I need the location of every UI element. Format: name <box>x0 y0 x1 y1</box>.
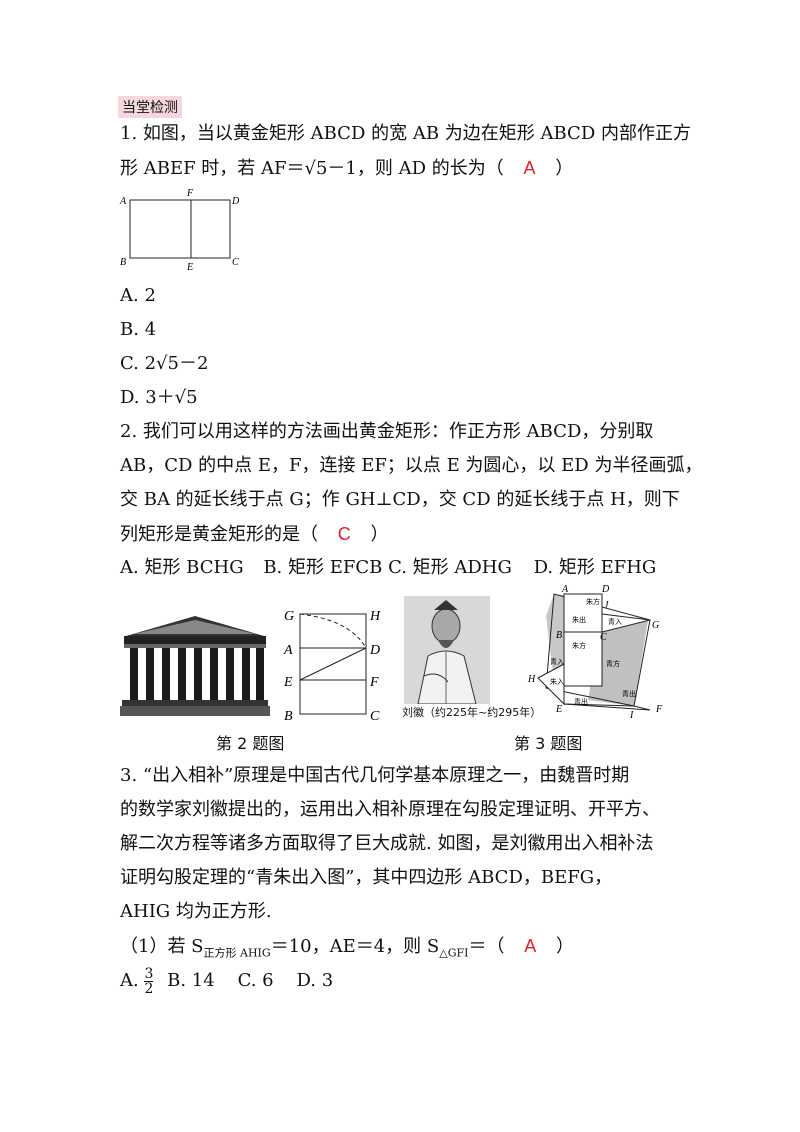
parthenon-image <box>120 616 270 716</box>
q2-line4b: ） <box>370 524 389 545</box>
q2-label-G: G <box>284 609 294 624</box>
q3-region-qingru-2: 青入 <box>550 657 564 666</box>
q3-figure-caption: 第 3 题图 <box>514 734 583 753</box>
q3-option-a-denominator: 2 <box>144 980 154 997</box>
q3-region-qingru-1: 青入 <box>608 617 622 626</box>
q2-label-E: E <box>283 675 293 690</box>
q3-line2: 的数学家刘徽提出的，运用出入相补原理在勾股定理证明、开平方、 <box>120 799 660 820</box>
q3-sub1: （1）若 S正方形 AHIG＝10，AE＝4，则 S△GFI＝（ A ） <box>120 934 574 966</box>
q3-option-a-fraction: 3 2 <box>144 965 154 997</box>
q3-sub1d: ） <box>555 936 574 957</box>
q3-line4: 证明勾股定理的“青朱出入图”，其中四边形 ABCD，BEFG， <box>120 867 613 888</box>
q1-option-a: A. 2 <box>120 285 156 306</box>
q3-region-qingchu-2: 青出 <box>574 697 588 706</box>
q2-label-B: B <box>284 709 293 722</box>
q1-option-c: C. 2√5－2 <box>120 353 209 374</box>
q3-line1: 3. “出入相补”原理是中国古代几何学基本原理之一，由魏晋时期 <box>120 765 630 786</box>
q2-figure-caption: 第 2 题图 <box>216 734 285 753</box>
q3-answer: A <box>524 936 537 956</box>
q2-label-F: F <box>369 675 379 690</box>
q3-label-B: B <box>556 630 562 641</box>
q3-region-zhuchu: 朱出 <box>572 615 586 624</box>
q1-label-B: B <box>120 257 126 268</box>
q3-label-F: F <box>655 704 663 715</box>
q3-label-I: I <box>629 710 634 718</box>
q3-region-qingfang: 青方 <box>606 659 620 668</box>
q2-figure: G H A D E F B C <box>283 609 381 722</box>
q2-option-d: D. 矩形 EFHG <box>533 557 657 578</box>
q3-label-C: C <box>600 632 607 643</box>
q2-line2: AB，CD 的中点 E，F，连接 EF；以点 E 为圆心，以 ED 为半径画弧， <box>120 455 703 476</box>
q1-label-A: A <box>119 196 127 207</box>
section-tag: 当堂检测 <box>118 96 182 118</box>
q1-line2a: 形 ABEF 时，若 AF＝√5－1，则 AD 的长为（ <box>120 158 504 179</box>
q1-option-d: D. 3＋√5 <box>120 387 198 408</box>
q3-region-zhuru: 朱入 <box>550 677 564 686</box>
q3-region-zhufang-2: 朱方 <box>572 641 586 650</box>
q3-figure: A D J B C G H E I F 朱方 朱出 青入 朱入 青入 青方 青出… <box>527 584 663 718</box>
q2-option-c: C. 矩形 ADHG <box>388 557 512 578</box>
q3-sub1c: ＝（ <box>468 936 505 957</box>
liu-hui-portrait <box>404 596 490 704</box>
q3-label-E: E <box>555 704 562 715</box>
q3-option-a-numerator: 3 <box>144 965 154 982</box>
q1-label-F: F <box>186 188 194 199</box>
q3-sub1a: （1）若 S <box>120 936 204 957</box>
q2-label-C: C <box>370 709 380 722</box>
q2-options: A. 矩形 BCHG B. 矩形 EFCB C. 矩形 ADHG D. 矩形 E… <box>120 556 656 580</box>
q1-line2b: ） <box>555 158 574 179</box>
q2-label-A: A <box>283 643 293 658</box>
q3-label-H: H <box>527 674 536 685</box>
q2-line4a: 列矩形是黄金矩形的是（ <box>120 524 318 545</box>
q1-option-b: B. 4 <box>120 319 157 340</box>
q3-line3: 解二次方程等诸多方面取得了巨大成就. 如图，是刘徽用出入相补法 <box>120 833 654 854</box>
q3-region-qingchu-1: 青出 <box>622 689 636 698</box>
q3-options: A. 3 2 B. 14 C. 6 D. 3 <box>120 964 333 998</box>
q2-option-a: A. 矩形 BCHG <box>120 557 244 578</box>
q3-sub1b: ＝10，AE＝4，则 S <box>270 936 440 957</box>
q1-label-C: C <box>232 257 239 268</box>
q1-line2: 形 ABEF 时，若 AF＝√5－1，则 AD 的长为（ A ） <box>120 156 573 181</box>
q2-line4: 列矩形是黄金矩形的是（ C ） <box>120 522 388 547</box>
q3-region-zhufang-1: 朱方 <box>586 597 600 606</box>
portrait-caption: 刘徽（约225年~约295年） <box>402 706 542 719</box>
q3-sub1-subscript2: △GFI <box>439 946 469 960</box>
q1-answer: A <box>523 158 536 178</box>
q2-label-H: H <box>369 609 381 624</box>
q3-option-a-prefix: A. <box>120 970 139 991</box>
q2-option-b: B. 矩形 EFCB <box>263 557 383 578</box>
q3-label-G: G <box>652 620 659 631</box>
q3-line5: AHIG 均为正方形. <box>120 901 272 922</box>
q1-label-D: D <box>231 196 240 207</box>
q3-options-rest: B. 14 C. 6 D. 3 <box>167 970 334 991</box>
q2-answer: C <box>337 524 351 544</box>
q3-label-J: J <box>604 600 609 611</box>
q1-line1: 1. 如图，当以黄金矩形 ABCD 的宽 AB 为边在矩形 ABCD 内部作正方 <box>120 123 691 144</box>
q1-figure: A F D B E C <box>119 188 240 272</box>
q3-label-D: D <box>601 584 610 595</box>
q2-label-D: D <box>369 643 380 658</box>
q2-line3: 交 BA 的延长线于点 G；作 GH⊥CD，交 CD 的延长线于点 H，则下 <box>120 489 680 510</box>
q1-label-E: E <box>186 262 193 272</box>
q2-line1: 2. 我们可以用这样的方法画出黄金矩形：作正方形 ABCD，分别取 <box>120 421 654 442</box>
q3-label-A: A <box>561 584 569 595</box>
q3-sub1-subscript1: 正方形 AHIG <box>203 946 271 960</box>
